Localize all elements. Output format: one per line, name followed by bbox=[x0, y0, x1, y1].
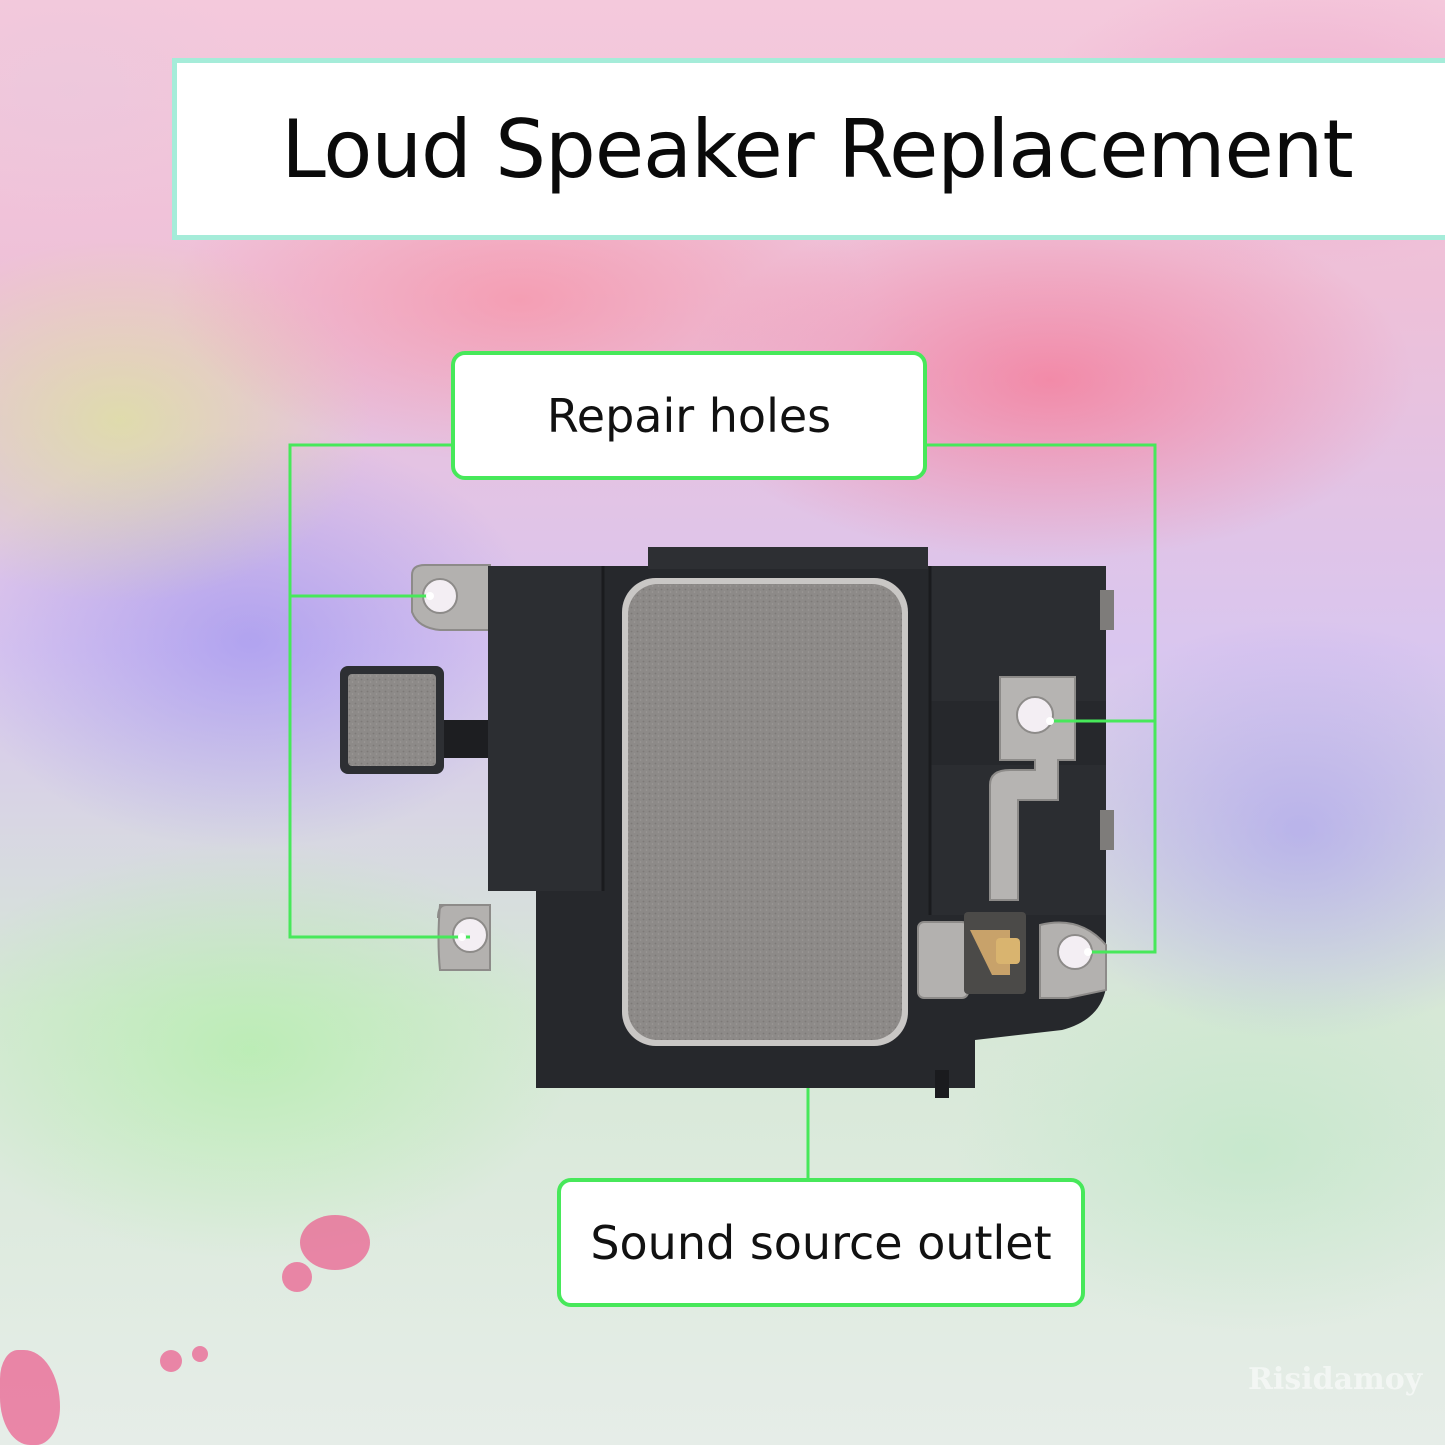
paint-splash bbox=[282, 1262, 312, 1292]
callout-dots bbox=[426, 592, 1092, 956]
sound-outlet-callout: Sound source outlet bbox=[557, 1178, 1085, 1307]
paint-splash bbox=[300, 1215, 370, 1270]
right-bracket bbox=[989, 590, 1114, 901]
speaker-plate bbox=[622, 578, 908, 1046]
paint-splash bbox=[160, 1350, 182, 1372]
sound-outlet-label: Sound source outlet bbox=[590, 1215, 1052, 1270]
repair-holes-callout: Repair holes bbox=[451, 351, 927, 480]
page-title: Loud Speaker Replacement bbox=[281, 102, 1354, 196]
brand-watermark: Risidamoy bbox=[1248, 1362, 1423, 1397]
repair-holes-label: Repair holes bbox=[546, 388, 832, 443]
title-banner: Loud Speaker Replacement bbox=[172, 58, 1445, 240]
mounting-tab-top-left bbox=[411, 564, 491, 631]
flex-connector bbox=[340, 666, 490, 774]
callout-lines bbox=[288, 443, 1157, 1178]
paint-splash bbox=[192, 1346, 208, 1362]
bottom-connector bbox=[917, 912, 1107, 999]
